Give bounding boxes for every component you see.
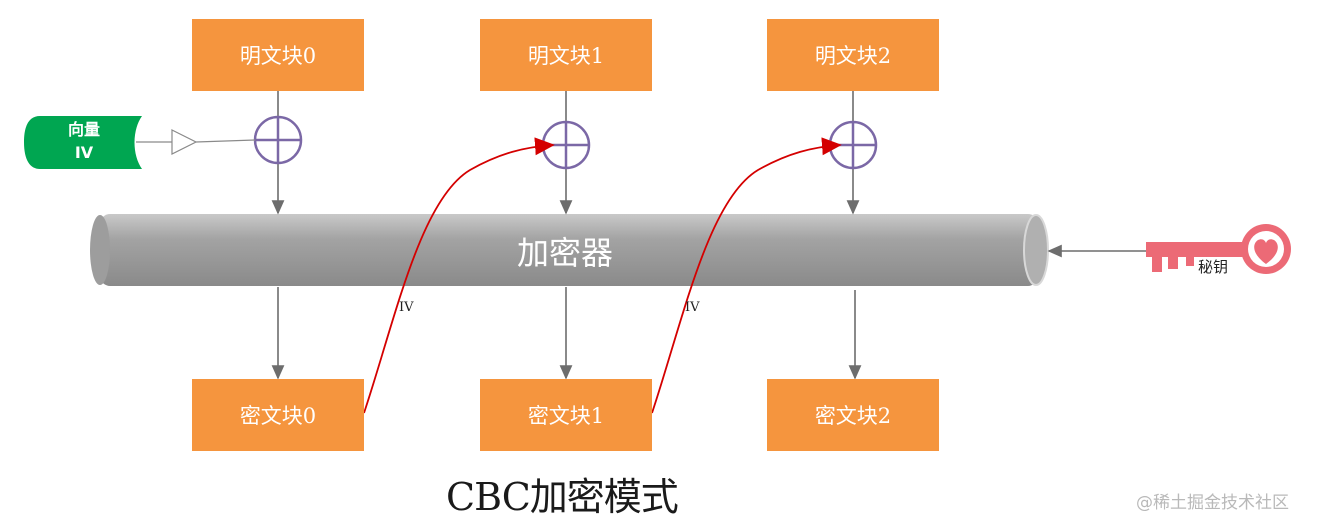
plaintext-block-2: 明文块2 (767, 19, 939, 91)
plaintext-block-1: 明文块1 (480, 19, 652, 91)
iv-tag-label: 向量 IV (36, 118, 132, 168)
feedback-arrow-cipher1-to-xor2 (651, 137, 842, 414)
watermark: @稀土掘金技术社区 (1136, 493, 1289, 513)
key-label: 秘钥 (1198, 258, 1229, 276)
iv-tag-line2: IV (74, 143, 94, 162)
feedback-arrow-cipher0-to-xor1 (363, 137, 555, 414)
iv-tag-shape (24, 116, 142, 169)
arrow-triangle-icon (171, 129, 198, 155)
ciphertext-block-0: 密文块0 (192, 379, 364, 451)
xor-icon (541, 120, 591, 170)
ciphertext-block-2: 密文块2 (767, 379, 939, 451)
plaintext-block-0: 明文块0 (192, 19, 364, 91)
ciphertext-block-1: 密文块1 (480, 379, 652, 451)
diagram-title: CBC加密模式 (446, 475, 679, 519)
iv-connector-line-2 (195, 139, 256, 143)
encryptor-cylinder (90, 214, 1049, 286)
key-icon (1146, 224, 1291, 274)
encryptor-label: 加密器 (516, 234, 613, 272)
feedback-label-0: IV (399, 300, 414, 315)
iv-tag-line1: 向量 (67, 120, 100, 139)
xor-icon (253, 115, 303, 165)
feedback-label-1: IV (685, 300, 700, 315)
